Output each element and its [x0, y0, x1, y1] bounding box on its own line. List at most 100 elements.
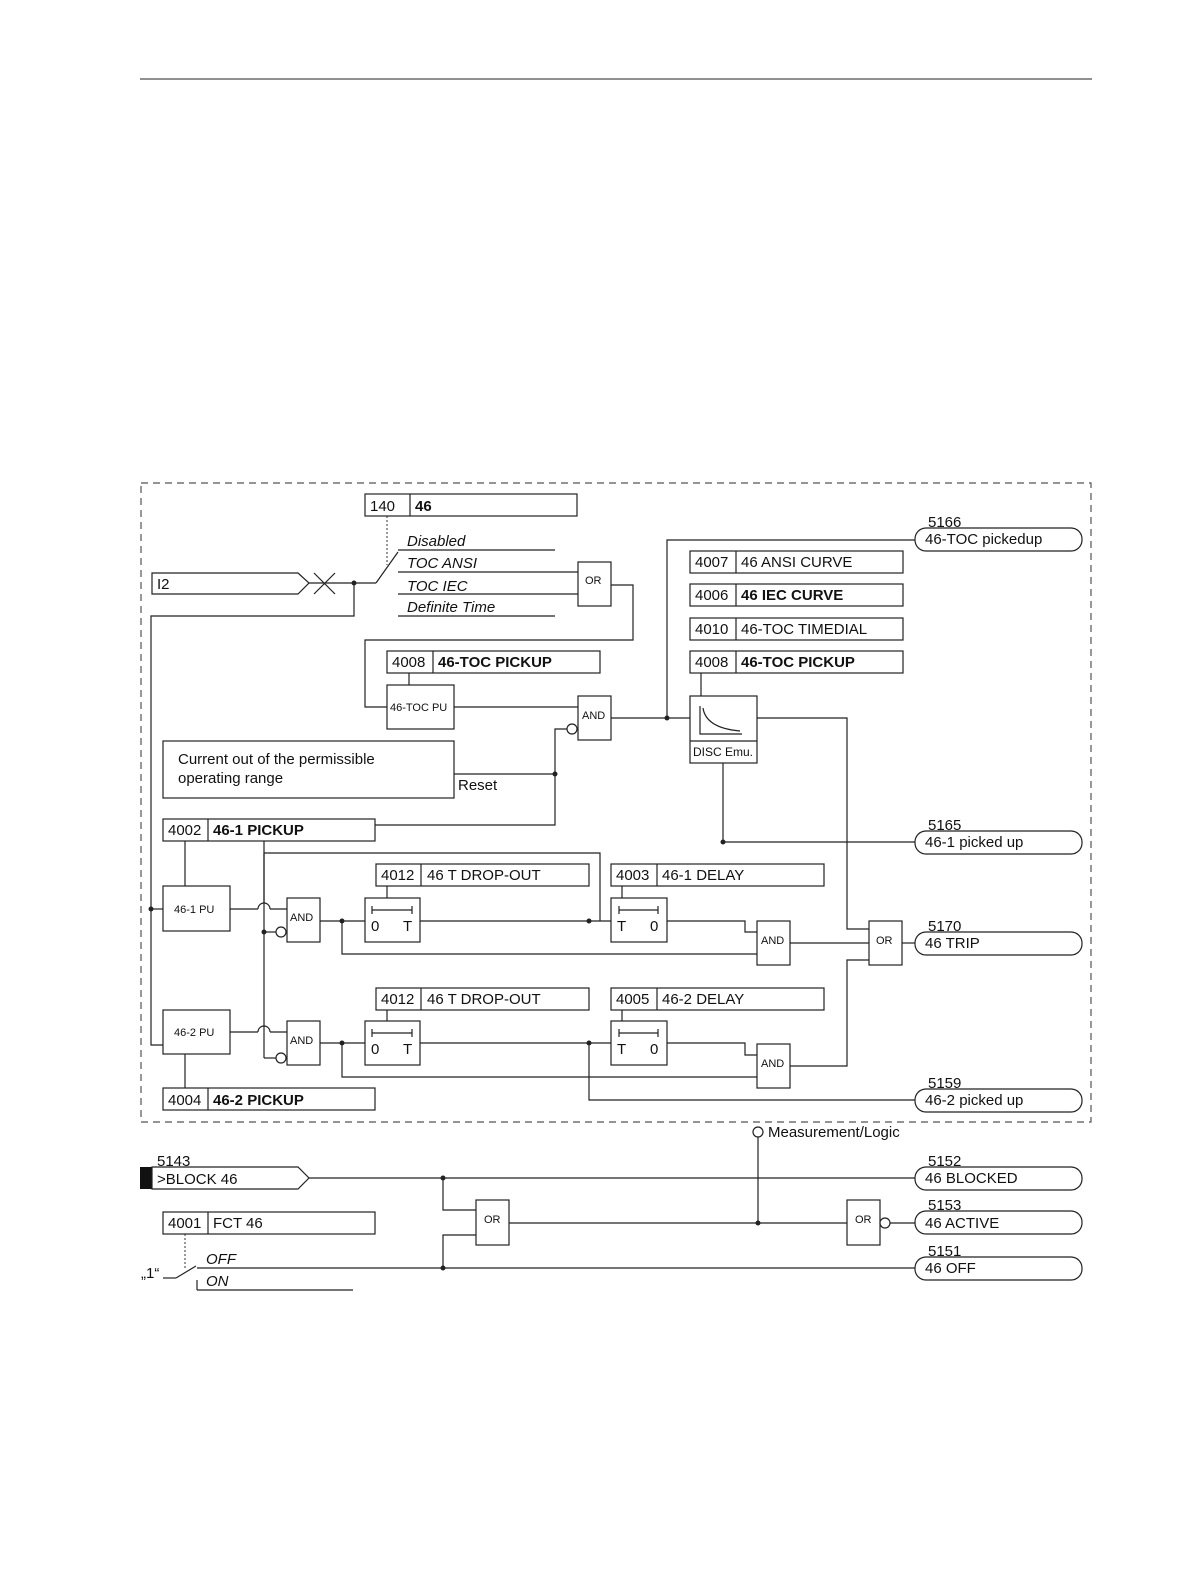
svg-text:46-1 picked up: 46-1 picked up [925, 834, 1023, 851]
svg-text:46-2 picked up: 46-2 picked up [925, 1092, 1023, 1109]
svg-text:46 TRIP: 46 TRIP [925, 935, 980, 952]
param-4002: 4002 46-1 PICKUP [162, 818, 376, 842]
output-5153: 5153 46 ACTIVE [914, 1197, 1083, 1235]
svg-text:0: 0 [371, 918, 379, 935]
output-5152: 5152 46 BLOCKED [914, 1153, 1083, 1191]
svg-text:46-1 PICKUP: 46-1 PICKUP [213, 822, 304, 839]
param-4006: 4006 46 IEC CURVE [689, 583, 904, 607]
svg-text:0: 0 [371, 1041, 379, 1058]
svg-text:4003: 4003 [616, 867, 649, 884]
delay-timer-stage-2: T 0 [610, 1020, 668, 1066]
svg-text:I2: I2 [157, 576, 170, 593]
svg-text:5166: 5166 [928, 514, 961, 531]
svg-text:46-TOC pickedup: 46-TOC pickedup [925, 531, 1042, 548]
svg-text:4006: 4006 [695, 587, 728, 604]
svg-text:46-TOC TIMEDIAL: 46-TOC TIMEDIAL [741, 621, 867, 638]
svg-text:46-1 DELAY: 46-1 DELAY [662, 867, 744, 884]
and-gate-stage-1: AND [286, 897, 321, 943]
svg-text:Current out of the permissible: Current out of the permissible [178, 751, 375, 768]
svg-text:5152: 5152 [928, 1153, 961, 1170]
svg-text:AND: AND [761, 935, 784, 947]
svg-text:T: T [617, 1041, 626, 1058]
or-gate-trip: OR [868, 920, 903, 966]
mode-definite-time: Definite Time [407, 599, 495, 616]
dropout-timer-stage-2: 0 T [364, 1020, 421, 1066]
param-4012-stage-1: 4012 46 T DROP-OUT [375, 863, 590, 887]
svg-text:T: T [403, 918, 412, 935]
svg-text:4002: 4002 [168, 822, 201, 839]
svg-text:4012: 4012 [381, 867, 414, 884]
svg-text:AND: AND [761, 1058, 784, 1070]
svg-text:>BLOCK 46: >BLOCK 46 [157, 1171, 237, 1188]
input-i2: I2 [151, 572, 310, 595]
and-gate-trip-2: AND [756, 1043, 791, 1089]
disc-emulation-block: DISC Emu. [689, 695, 758, 764]
svg-text:46 BLOCKED: 46 BLOCKED [925, 1170, 1018, 1187]
stage-2-pickup-block: 46-2 PU [162, 1009, 231, 1055]
param-4004: 4004 46-2 PICKUP [162, 1087, 376, 1111]
output-5159: 5159 46-2 picked up [914, 1075, 1083, 1113]
svg-text:OR: OR [876, 935, 893, 947]
svg-text:46 T DROP-OUT: 46 T DROP-OUT [427, 867, 541, 884]
svg-text:AND: AND [290, 912, 313, 924]
delay-timer-stage-1: T 0 [610, 897, 668, 943]
measurement-logic-node [752, 1126, 764, 1138]
param-140-name: 46 [415, 498, 432, 515]
toc-pickup-block: 46-TOC PU [386, 684, 455, 730]
input-block-46: >BLOCK 46 [140, 1166, 310, 1190]
svg-text:46 ANSI CURVE: 46 ANSI CURVE [741, 554, 852, 571]
param-140: 140 46 [364, 493, 578, 517]
or-gate-toc-mode: OR [577, 561, 612, 607]
constant-one-label: „1“ [141, 1265, 159, 1282]
svg-text:5159: 5159 [928, 1075, 961, 1092]
param-4001: 4001 FCT 46 [162, 1211, 376, 1235]
svg-text:0: 0 [650, 1041, 658, 1058]
or-gate-blocked: OR [475, 1199, 510, 1246]
svg-text:0: 0 [650, 918, 658, 935]
param-4012-stage-2: 4012 46 T DROP-OUT [375, 987, 590, 1011]
svg-text:4008: 4008 [695, 654, 728, 671]
param-4010: 4010 46-TOC TIMEDIAL [689, 617, 904, 641]
svg-text:46-TOC PICKUP: 46-TOC PICKUP [438, 654, 552, 671]
svg-text:4010: 4010 [695, 621, 728, 638]
param-4008-left: 4008 46-TOC PICKUP [386, 650, 601, 674]
reset-label: Reset [458, 777, 498, 794]
measurement-logic-label: Measurement/Logic [768, 1124, 900, 1141]
svg-text:operating range: operating range [178, 770, 283, 787]
svg-text:46-2 PICKUP: 46-2 PICKUP [213, 1092, 304, 1109]
svg-text:4007: 4007 [695, 554, 728, 571]
svg-text:4001: 4001 [168, 1215, 201, 1232]
mode-toc-ansi: TOC ANSI [407, 555, 477, 572]
param-140-num: 140 [370, 498, 395, 515]
svg-text:46-2 DELAY: 46-2 DELAY [662, 991, 744, 1008]
svg-text:AND: AND [290, 1035, 313, 1047]
svg-text:FCT 46: FCT 46 [213, 1215, 263, 1232]
svg-text:T: T [617, 918, 626, 935]
svg-text:4008: 4008 [392, 654, 425, 671]
or-gate-active: OR [846, 1199, 881, 1246]
svg-text:OR: OR [855, 1214, 872, 1226]
svg-text:46 ACTIVE: 46 ACTIVE [925, 1215, 999, 1232]
and-gate-toc: AND [577, 695, 612, 741]
svg-text:4012: 4012 [381, 991, 414, 1008]
svg-text:4004: 4004 [168, 1092, 201, 1109]
svg-text:OR: OR [585, 575, 602, 587]
mode-toc-iec: TOC IEC [407, 578, 468, 595]
param-4007: 4007 46 ANSI CURVE [689, 550, 904, 574]
note-out-of-range: Current out of the permissible operating… [162, 740, 455, 799]
svg-text:OR: OR [484, 1214, 501, 1226]
svg-text:5153: 5153 [928, 1197, 961, 1214]
function-frame [140, 482, 1092, 1123]
svg-text:5165: 5165 [928, 817, 961, 834]
stage-1-pickup-block: 46-1 PU [162, 885, 231, 932]
svg-text:4005: 4005 [616, 991, 649, 1008]
output-5165: 5165 46-1 picked up [914, 817, 1083, 855]
param-4003: 4003 46-1 DELAY [610, 863, 825, 887]
output-5151: 5151 46 OFF [914, 1243, 1083, 1281]
svg-text:46-2 PU: 46-2 PU [174, 1027, 214, 1039]
fct-off-label: OFF [206, 1251, 237, 1268]
svg-text:46 IEC CURVE: 46 IEC CURVE [741, 587, 843, 604]
svg-text:46 OFF: 46 OFF [925, 1260, 976, 1277]
